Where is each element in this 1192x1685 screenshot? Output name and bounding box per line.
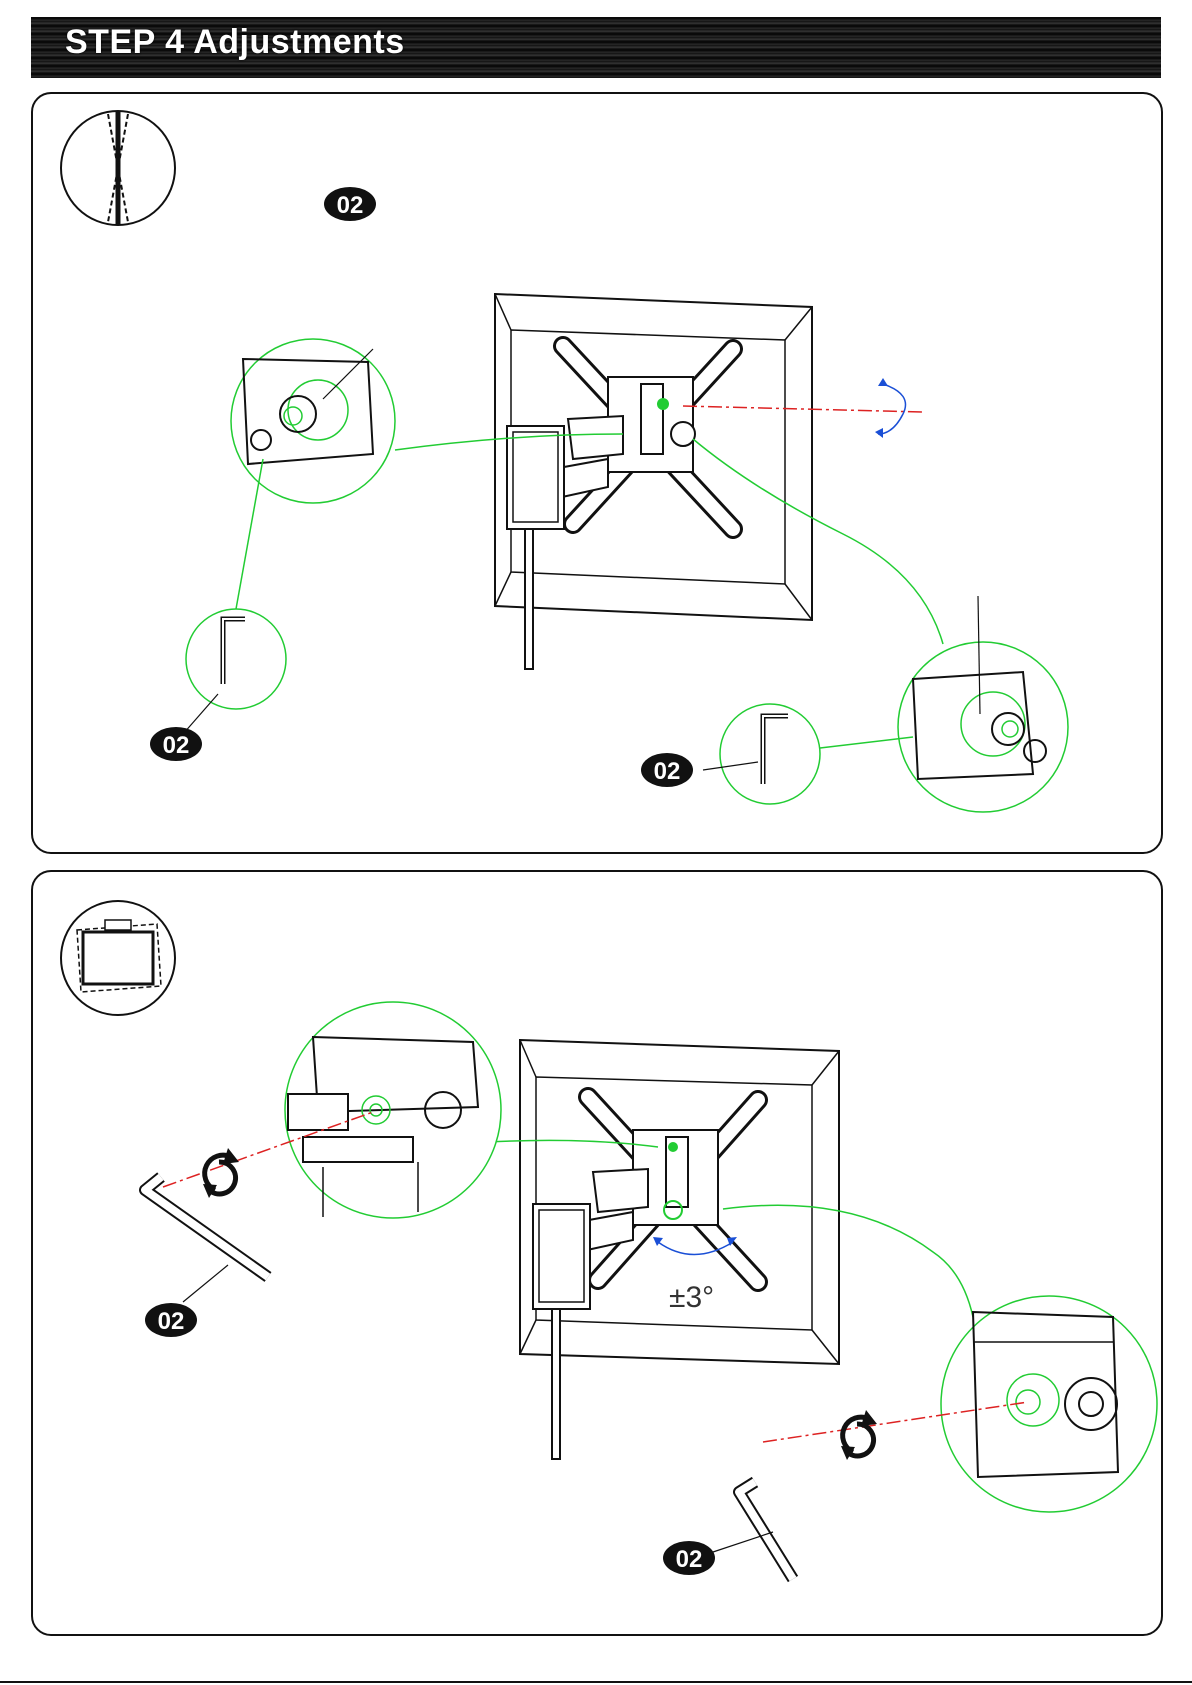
step-header: STEP 4 Adjustments — [31, 17, 1161, 78]
angle-label: ±3° — [669, 1281, 714, 1314]
part-badge: 02 — [641, 753, 693, 787]
tilt-icon — [61, 111, 175, 225]
part-badge: 02 — [324, 187, 376, 221]
level-adjustment-diagram: ±3° 02 — [33, 872, 1161, 1634]
detail-callout-1 — [231, 339, 395, 503]
svg-text:02: 02 — [337, 192, 364, 219]
allen-key-callout-2 — [703, 704, 820, 804]
rotate-icon — [203, 1148, 239, 1198]
svg-text:02: 02 — [654, 758, 681, 785]
part-badge: 02 — [663, 1541, 715, 1575]
level-adjustment-panel: ±3° 02 — [31, 870, 1163, 1636]
part-badge: 02 — [150, 727, 202, 761]
svg-text:02: 02 — [163, 732, 190, 759]
svg-text:02: 02 — [158, 1308, 185, 1335]
tilt-adjustment-diagram: 02 — [33, 94, 1161, 852]
step-title: STEP 4 Adjustments — [65, 23, 405, 62]
level-icon — [61, 901, 175, 1015]
rotation-arrow — [878, 384, 906, 434]
part-badge: 02 — [145, 1303, 197, 1337]
allen-key-callout-1 — [183, 609, 286, 734]
allen-key-1 — [145, 1177, 268, 1302]
detail-callout-2 — [941, 1296, 1157, 1512]
page-bottom-rule — [0, 1681, 1192, 1683]
allen-key-2 — [713, 1482, 793, 1579]
detail-callout-1 — [285, 1002, 501, 1218]
tilt-adjustment-panel: 02 — [31, 92, 1163, 854]
svg-text:02: 02 — [676, 1546, 703, 1573]
detail-callout-2 — [898, 596, 1068, 812]
rotate-icon — [841, 1410, 877, 1460]
